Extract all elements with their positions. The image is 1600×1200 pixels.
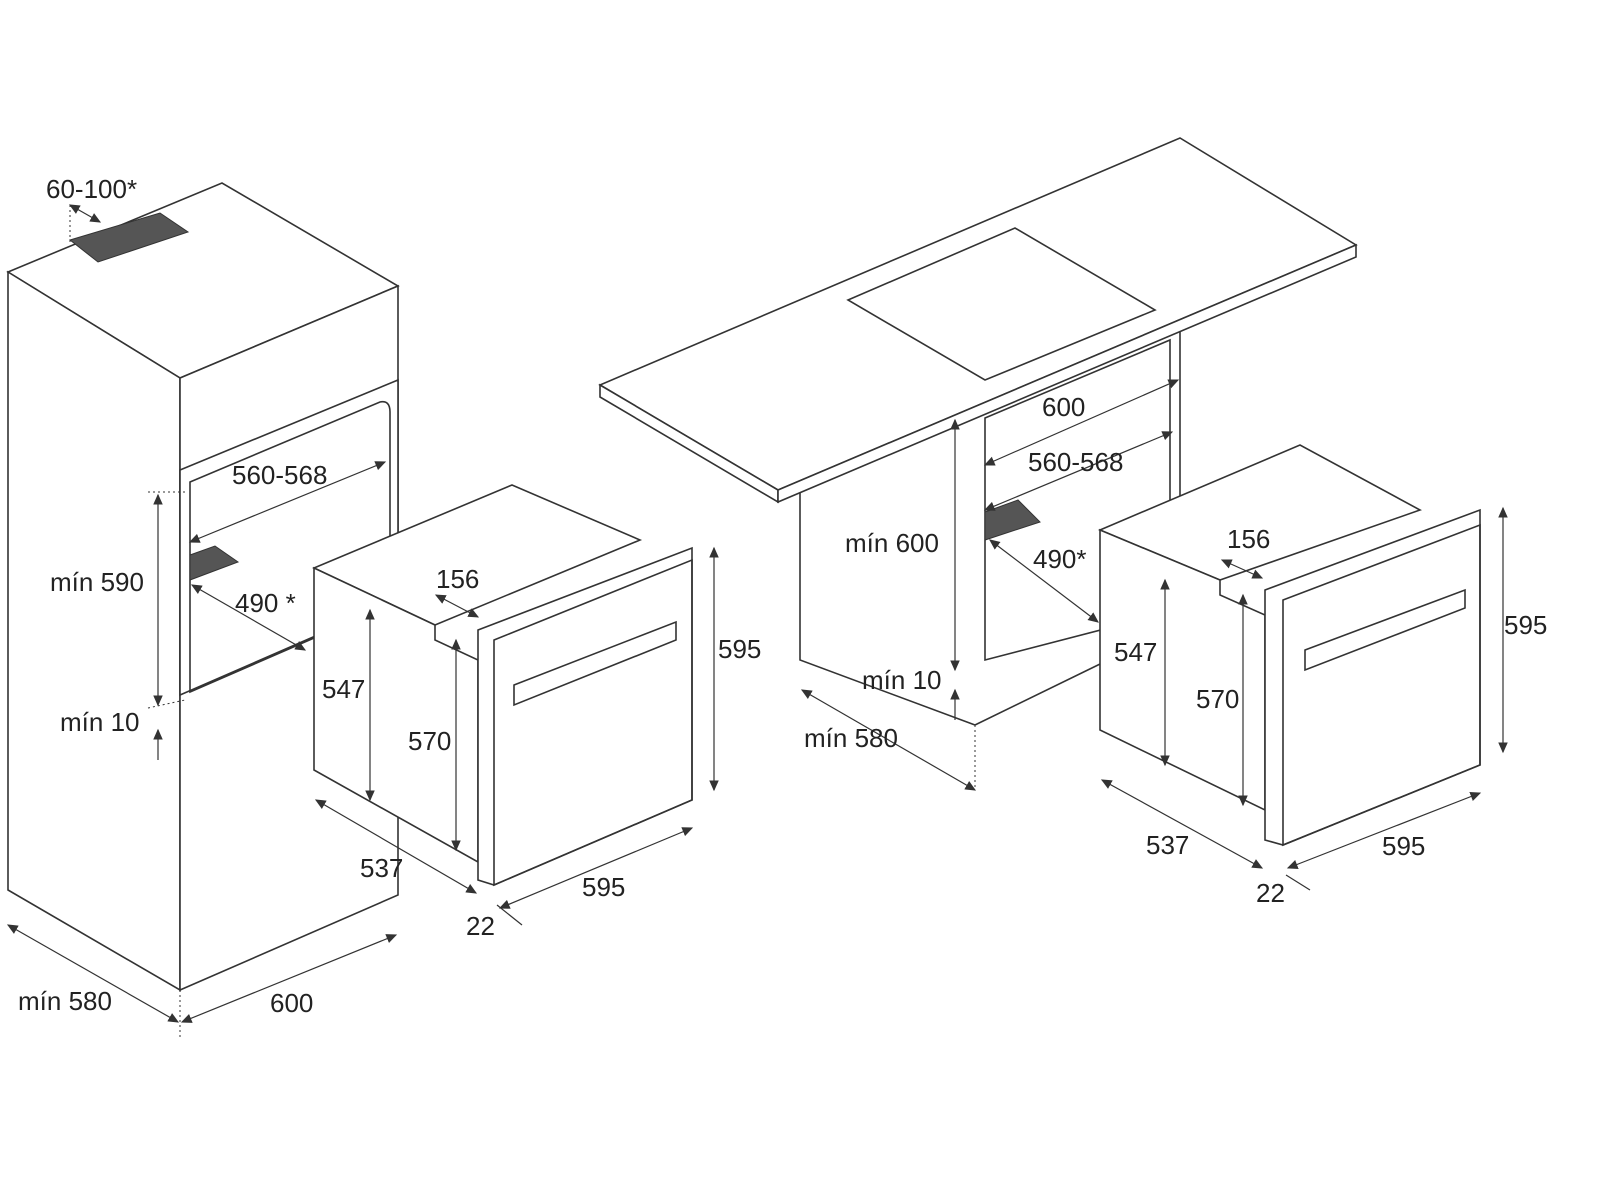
niche-depth-label: 490 *: [235, 588, 296, 618]
r-oven-offset-label: 156: [1227, 524, 1271, 554]
right-dimension-lines: [800, 379, 1180, 791]
counter-cabinet-depth-label: mín 580: [804, 723, 898, 753]
oven-body-height-label: 547: [322, 674, 366, 704]
oven-front-height-label: 595: [718, 634, 762, 664]
oven-offset-label: 156: [436, 564, 480, 594]
oven-front-inner-height-label: 570: [408, 726, 452, 756]
left-oven: [312, 484, 719, 926]
vent-icon: [189, 545, 240, 581]
niche-width-label: 560-568: [232, 460, 328, 490]
r-oven-depth-label: 537: [1146, 830, 1190, 860]
door-thickness-label: 22: [466, 911, 495, 941]
r-oven-width-label: 595: [1382, 831, 1426, 861]
left-dimension-lines: [6, 204, 398, 1040]
cabinet-width-label: 600: [270, 988, 314, 1018]
gap-bottom-label: mín 10: [60, 707, 140, 737]
counter-niche-height-label: mín 600: [845, 528, 939, 558]
vent-icon: [68, 212, 190, 263]
counter-gap-bottom-label: mín 10: [862, 665, 942, 695]
counter-cabinet-width-label: 600: [1042, 392, 1086, 422]
counter-niche-depth-label: 490*: [1033, 544, 1087, 574]
r-oven-front-inner-height-label: 570: [1196, 684, 1240, 714]
r-oven-front-height-label: 595: [1504, 610, 1548, 640]
niche-height-label: mín 590: [50, 567, 144, 597]
vent-gap-label: 60-100*: [46, 174, 138, 204]
oven-depth-label: 537: [360, 853, 404, 883]
r-door-thickness-label: 22: [1256, 878, 1285, 908]
oven-width-label: 595: [582, 872, 626, 902]
cabinet-depth-label: mín 580: [18, 986, 112, 1016]
counter-niche-width-label: 560-568: [1028, 447, 1124, 477]
right-oven: [1097, 444, 1508, 891]
r-oven-body-height-label: 547: [1114, 637, 1158, 667]
